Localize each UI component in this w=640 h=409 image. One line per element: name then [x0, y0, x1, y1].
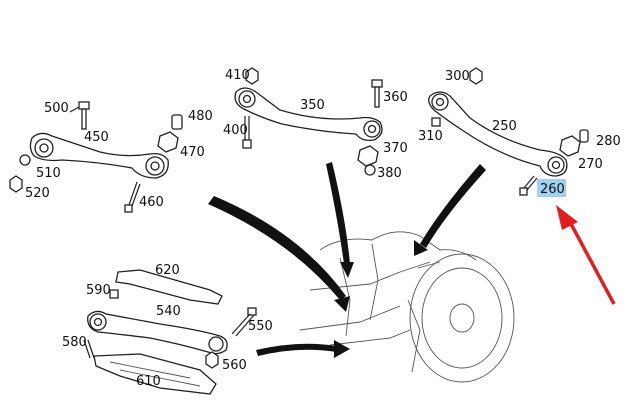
label-270[interactable]: 270: [578, 157, 603, 172]
label-580[interactable]: 580: [62, 335, 87, 350]
bolt-400[interactable]: [242, 116, 252, 149]
label-540[interactable]: 540: [156, 304, 181, 319]
label-500[interactable]: 500: [44, 101, 69, 116]
label-300[interactable]: 300: [445, 69, 470, 84]
label-470[interactable]: 470: [180, 145, 205, 160]
bolt-580[interactable]: [83, 339, 95, 359]
nut-510[interactable]: [19, 154, 31, 166]
nut-520[interactable]: [9, 175, 23, 193]
nut-370[interactable]: [357, 145, 379, 167]
label-610[interactable]: 610: [136, 374, 161, 389]
nut-560[interactable]: [205, 351, 219, 369]
nut-380[interactable]: [364, 164, 376, 176]
washer-280[interactable]: [579, 129, 589, 143]
label-620[interactable]: 620: [155, 263, 180, 278]
label-560[interactable]: 560: [222, 358, 247, 373]
label-350[interactable]: 350: [300, 98, 325, 113]
label-550[interactable]: 550: [248, 319, 273, 334]
washer-480[interactable]: [171, 114, 183, 130]
nut-300[interactable]: [469, 67, 483, 85]
bolt-460[interactable]: [124, 181, 141, 213]
nut-270[interactable]: [559, 135, 581, 157]
highlight-arrow: [556, 205, 616, 305]
bolt-360[interactable]: [371, 79, 383, 108]
cover-610[interactable]: [93, 353, 217, 395]
axle-assembly: [299, 231, 515, 383]
bolt-550[interactable]: [231, 307, 257, 337]
nut-410[interactable]: [245, 67, 259, 85]
label-590[interactable]: 590: [86, 283, 111, 298]
label-510[interactable]: 510: [36, 166, 61, 181]
label-480[interactable]: 480: [188, 109, 213, 124]
label-400[interactable]: 400: [223, 123, 248, 138]
bolt-260[interactable]: [519, 175, 538, 196]
cover-620[interactable]: [115, 269, 223, 305]
clip-590[interactable]: [109, 289, 119, 299]
bolt-310[interactable]: [431, 117, 441, 127]
control-arm-350[interactable]: [234, 87, 383, 142]
bolt-500[interactable]: [69, 101, 90, 130]
control-arm-450[interactable]: [29, 132, 169, 179]
nut-470[interactable]: [157, 131, 179, 153]
label-380[interactable]: 380: [377, 166, 402, 181]
label-250[interactable]: 250: [492, 119, 517, 134]
part-labels: 410 350 360 400 370 380 300 310 250 280 …: [25, 68, 621, 389]
control-arm-540[interactable]: [87, 310, 228, 355]
label-520[interactable]: 520: [25, 186, 50, 201]
pointer-arrows: [208, 162, 486, 358]
control-arm-250[interactable]: [428, 91, 568, 177]
label-370[interactable]: 370: [383, 141, 408, 156]
label-460[interactable]: 460: [139, 195, 164, 210]
label-260[interactable]: 260: [540, 182, 565, 197]
label-450[interactable]: 450: [84, 130, 109, 145]
label-260-highlight: [537, 179, 566, 197]
label-410[interactable]: 410: [225, 68, 250, 83]
label-280[interactable]: 280: [596, 134, 621, 149]
label-360[interactable]: 360: [383, 90, 408, 105]
label-310[interactable]: 310: [418, 129, 443, 144]
